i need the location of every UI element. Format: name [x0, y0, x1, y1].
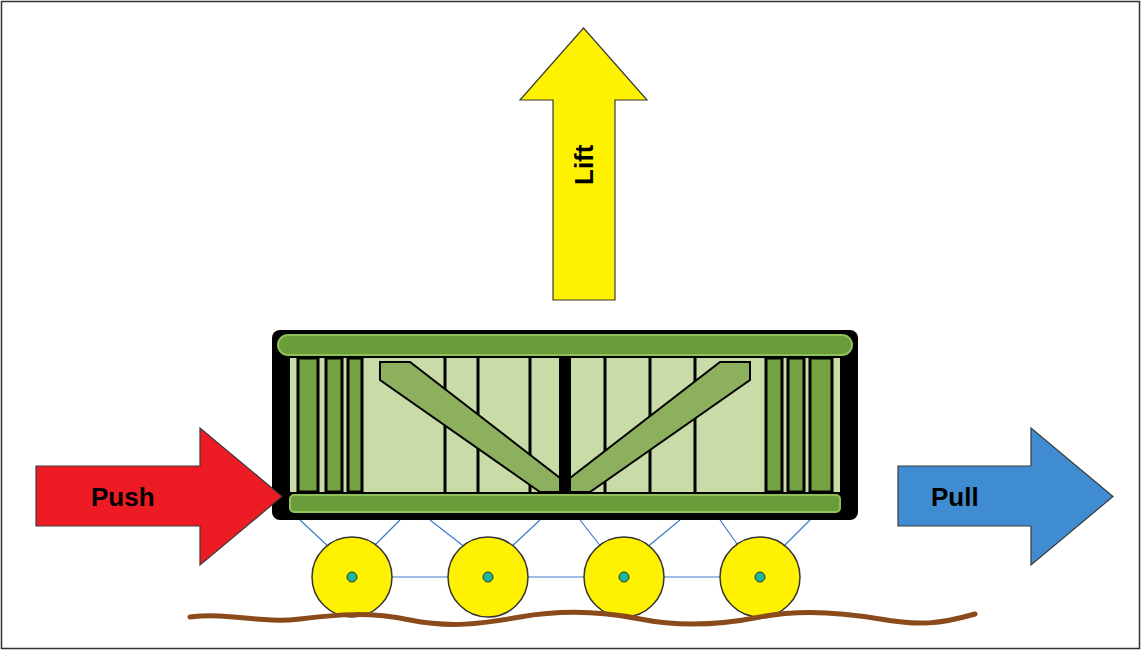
- arrow-body: [36, 428, 282, 565]
- wheel: [720, 537, 800, 617]
- arrow-body: [898, 428, 1113, 565]
- car-frame: [272, 330, 858, 520]
- wheel: [584, 537, 664, 617]
- force-label: Lift: [571, 145, 597, 185]
- wheel-hub: [619, 572, 629, 582]
- door-divider: [559, 340, 571, 515]
- force-label: Push: [91, 484, 155, 510]
- struts: [300, 520, 810, 548]
- arrow-body: [520, 28, 647, 300]
- wheel: [312, 537, 392, 617]
- force-arrow: Lift: [520, 28, 647, 300]
- ground-line: [190, 612, 975, 624]
- floor-rim: [290, 495, 840, 512]
- arrow-shape: [898, 428, 1113, 565]
- wheel-hub: [755, 572, 765, 582]
- wheel-hub: [483, 572, 493, 582]
- force-arrow: Push: [36, 428, 282, 565]
- wheels: [312, 537, 800, 617]
- force-arrow: Pull: [898, 428, 1113, 565]
- force-label: Pull: [931, 484, 979, 510]
- arrow-shape: [36, 428, 282, 565]
- axle-links: [392, 576, 720, 577]
- wheel: [448, 537, 528, 617]
- wheel-hub: [347, 572, 357, 582]
- roof-rim: [278, 335, 852, 355]
